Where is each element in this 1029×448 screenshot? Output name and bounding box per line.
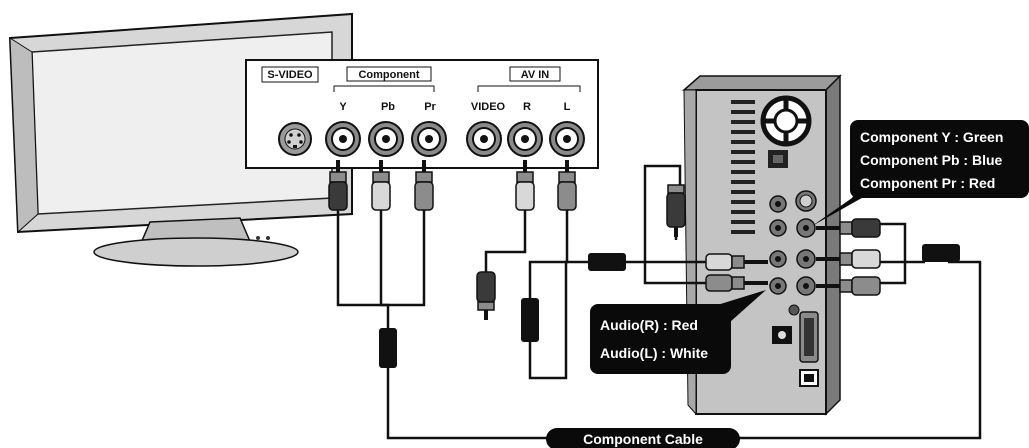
player-plug-audio-r	[705, 253, 768, 271]
ferrite-core-component	[379, 328, 397, 368]
component-cable-label: Component Cable	[546, 428, 740, 448]
cables	[336, 164, 982, 440]
port-label-pr: Pr	[424, 101, 436, 113]
power-jack	[772, 326, 792, 344]
component-color-callout: Component Y : Green Component Pb : Blue …	[812, 120, 1029, 226]
player-plug-audio-l	[705, 274, 768, 292]
plug-y	[328, 160, 348, 211]
player-svideo-port	[795, 190, 817, 212]
player-plug-component-pb	[816, 249, 881, 269]
plug-pb	[371, 160, 391, 211]
port-label-r: R	[523, 101, 531, 113]
plug-pr	[414, 160, 434, 211]
player-jacks-left	[769, 195, 787, 295]
ferrite-core-right	[922, 244, 960, 262]
audio-color-callout: Audio(R) : Red Audio(L) : White	[590, 290, 766, 374]
rca-jack-pb	[368, 121, 404, 157]
component-group-label: Component	[358, 69, 419, 81]
av-in-group-label: AV IN	[521, 69, 550, 81]
callout-component-y: Component Y : Green	[860, 129, 1003, 145]
plug-audio-l	[557, 160, 577, 211]
rca-jack-video	[466, 121, 502, 157]
player-plug-component-pr	[816, 276, 881, 296]
loose-plug-lower	[476, 271, 496, 320]
svideo-jack	[278, 122, 312, 156]
fan-icon	[760, 95, 812, 147]
callout-component-pr: Component Pr : Red	[860, 175, 995, 191]
callout-component-pb: Component Pb : Blue	[860, 152, 1003, 168]
vga-port	[799, 311, 819, 363]
component-cable-text: Component Cable	[583, 431, 703, 447]
rca-jack-pr	[411, 121, 447, 157]
callout-audio-r: Audio(R) : Red	[600, 317, 698, 333]
loose-plug-upper	[666, 184, 686, 237]
usb-port	[799, 369, 819, 387]
port-label-y: Y	[339, 101, 347, 113]
optical-port	[768, 150, 788, 168]
plug-audio-r	[515, 160, 535, 211]
small-jack	[788, 304, 800, 316]
player-plug-component-y	[816, 218, 881, 238]
ferrite-core-audio	[521, 298, 539, 342]
vent-grille	[731, 100, 755, 234]
svideo-label: S-VIDEO	[267, 69, 313, 81]
port-label-pb: Pb	[381, 101, 395, 113]
ferrite-core-mid	[588, 253, 626, 271]
rca-jack-y	[325, 121, 361, 157]
callout-audio-l: Audio(L) : White	[600, 345, 708, 361]
port-label-l: L	[564, 101, 571, 113]
rca-jack-r	[507, 121, 543, 157]
rca-jack-l	[549, 121, 585, 157]
port-label-video: VIDEO	[471, 101, 506, 113]
tv-input-panel: S-VIDEO Component AV IN Y Pb Pr VIDEO R …	[245, 59, 599, 169]
player-component-jacks	[796, 218, 816, 296]
